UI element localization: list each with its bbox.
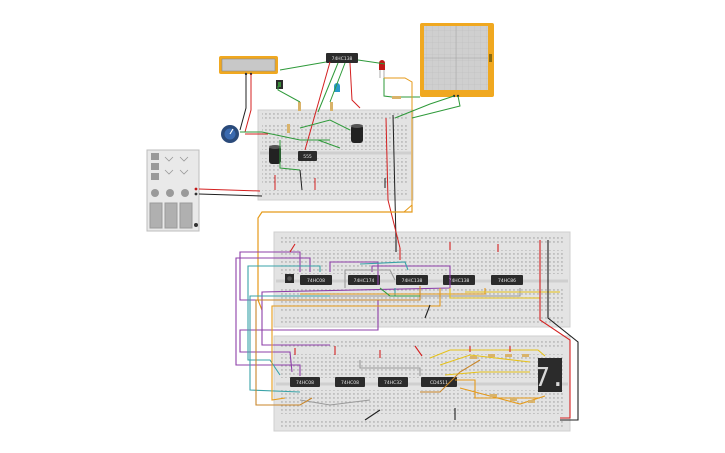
led-icon[interactable]: [379, 60, 385, 78]
chip-74hc86[interactable]: 74HC86: [491, 275, 523, 285]
seven-segment-digit: 7.: [534, 363, 565, 393]
chip-label: 74HC138: [332, 56, 353, 62]
pushbutton-icon[interactable]: [276, 80, 283, 89]
chip-74hc138-b[interactable]: 74HC138: [443, 275, 475, 285]
wires-boards[interactable]: [235, 240, 579, 421]
chip-74hc174[interactable]: 74HC174: [348, 275, 380, 285]
chip-cd4511[interactable]: CD4511: [421, 377, 457, 387]
chip-555[interactable]: 555: [298, 151, 317, 161]
chip-label: 74HC08: [307, 278, 325, 284]
resistor-array[interactable]: [470, 354, 535, 403]
resistor-icon[interactable]: [330, 102, 333, 111]
chip-74hc08-row1[interactable]: 74HC08: [300, 275, 332, 285]
chip-74hc32[interactable]: 74HC32: [378, 377, 408, 387]
capacitor-icon[interactable]: [269, 145, 281, 164]
chip-label: 74HC08: [296, 380, 314, 386]
chip-label: 74HC174: [354, 278, 375, 284]
seven-segment-display[interactable]: 7.: [534, 358, 566, 393]
resistor-icon[interactable]: [287, 124, 290, 133]
chip-label: 555: [303, 154, 312, 160]
chip-74hc138-a[interactable]: 74HC138: [396, 275, 428, 285]
power-supply-icon[interactable]: [146, 149, 200, 232]
chip-label: 74HC86: [498, 278, 516, 284]
wires-top[interactable]: [198, 59, 461, 249]
chip-label: 74HC08: [341, 380, 359, 386]
chip-74hc08-row2-a[interactable]: 74HC08: [290, 377, 320, 387]
chip-label: 74HC32: [384, 380, 402, 386]
potentiometer-icon[interactable]: [221, 125, 239, 143]
resistor-icon[interactable]: [298, 102, 301, 111]
breadboard-top[interactable]: [257, 109, 414, 201]
capacitor-icon[interactable]: [351, 124, 363, 143]
pushbutton-icon[interactable]: [285, 274, 294, 283]
chip-label: CD4511: [430, 380, 448, 386]
oscilloscope-icon[interactable]: [420, 23, 494, 98]
chip-74hc08-row2-b[interactable]: 74HC08: [335, 377, 365, 387]
chip-label: 74HC138: [402, 278, 423, 284]
led-icon[interactable]: [334, 83, 340, 92]
lcd-display-icon[interactable]: [219, 56, 278, 76]
chip-74hc138-top[interactable]: 74HC138: [326, 53, 358, 63]
chip-label: 74HC138: [449, 278, 470, 284]
resistor-icon[interactable]: [392, 96, 401, 99]
wire-orange[interactable]: [257, 205, 413, 311]
